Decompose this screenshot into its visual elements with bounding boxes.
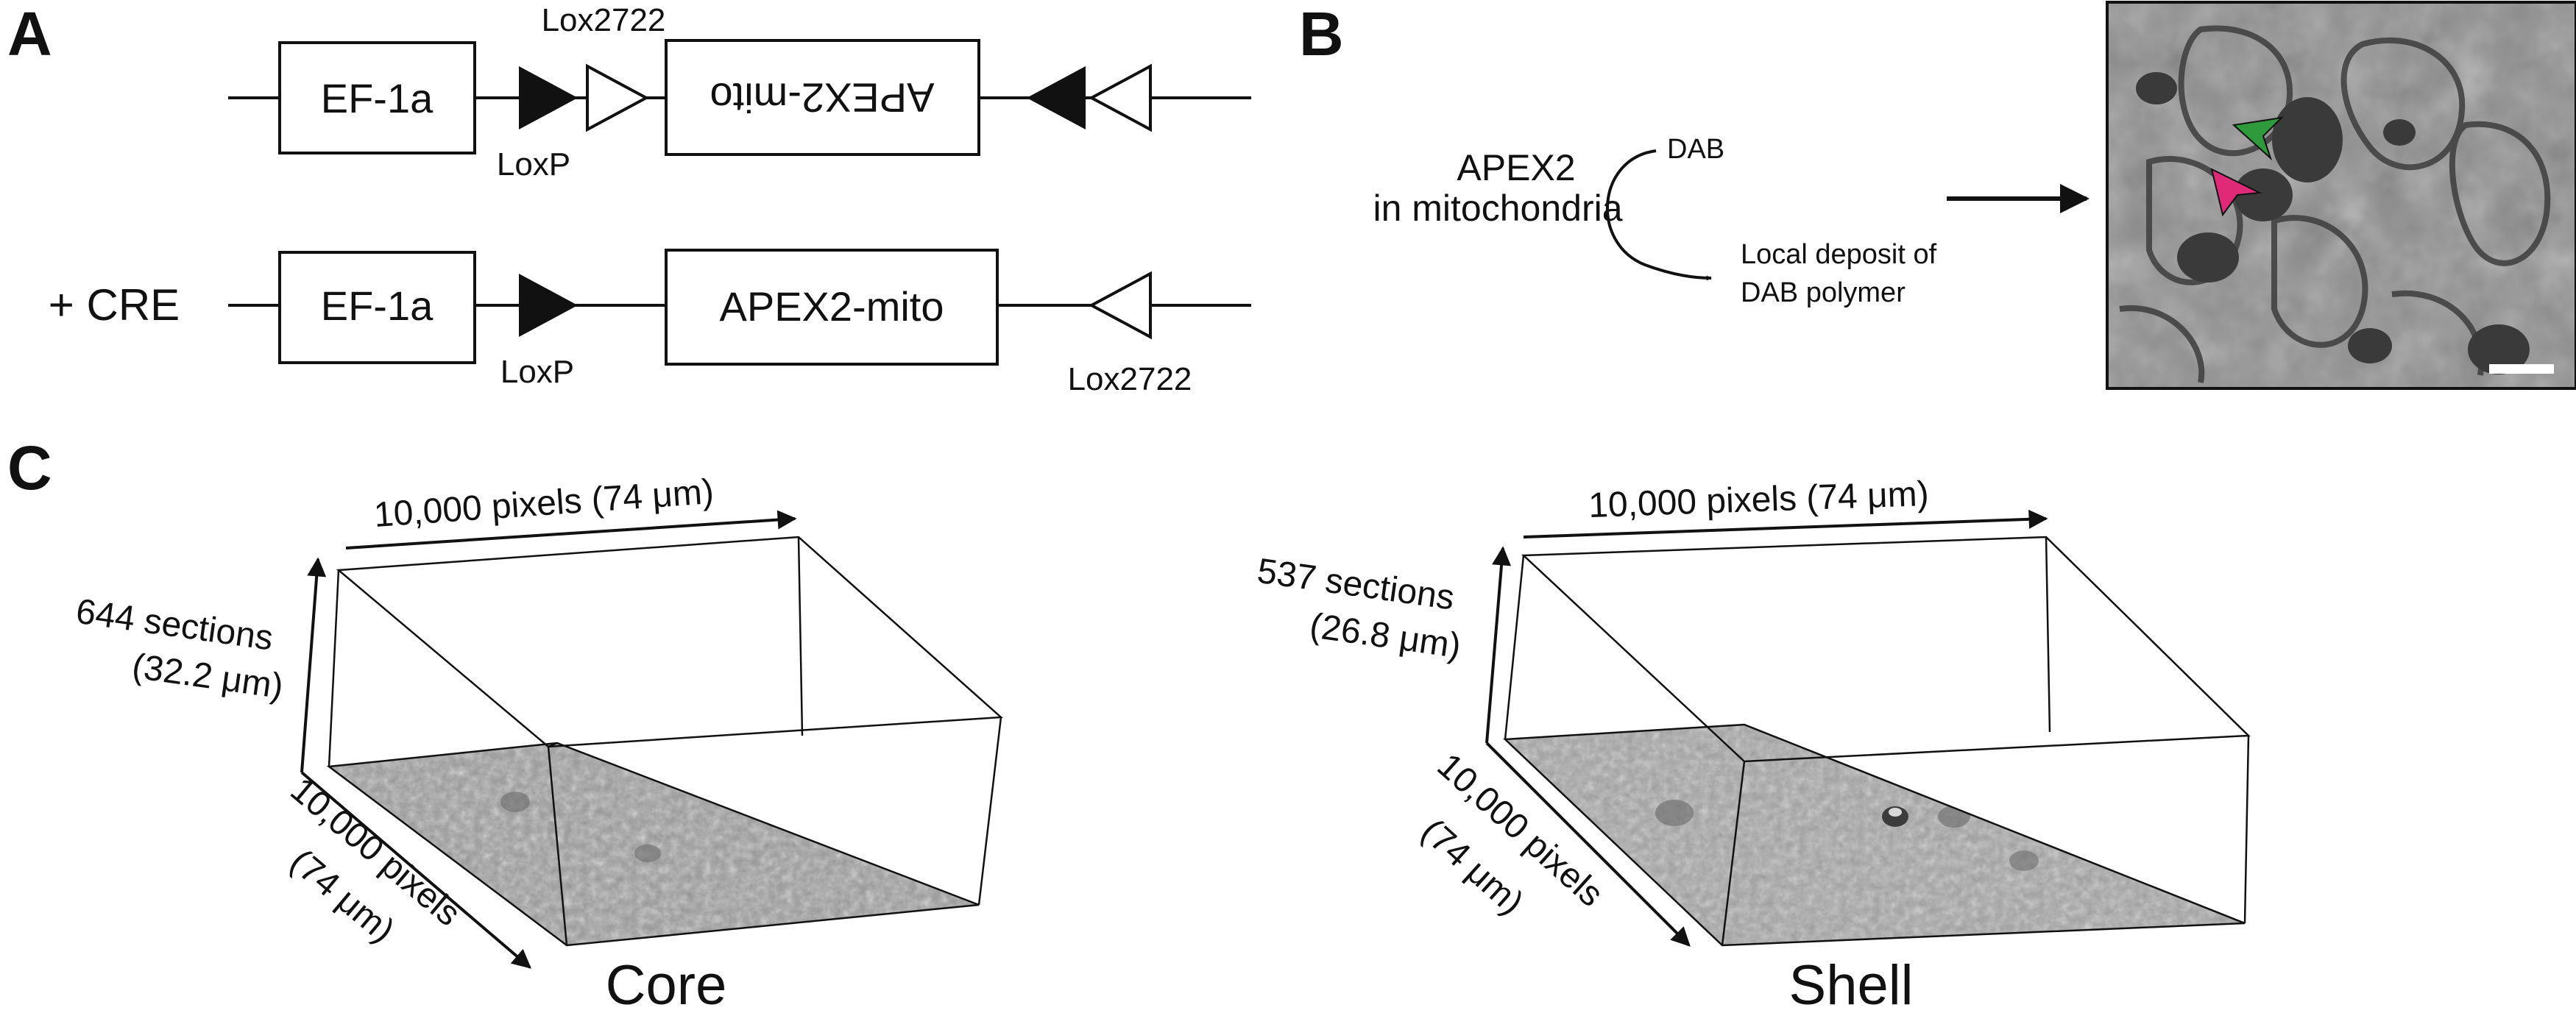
core-depth-arrow	[300, 771, 531, 969]
micrograph-border	[2106, 1, 2576, 390]
green-arrowhead-icon	[2232, 116, 2284, 161]
reaction-curve-arrow	[1606, 149, 1712, 281]
shell-width-arrow	[1523, 509, 2048, 539]
panel-a-letter: A	[7, 0, 52, 68]
lox2722-triangle-icon	[586, 63, 650, 132]
shell-height-arrow	[1485, 546, 1512, 744]
mitochondria	[2136, 72, 2530, 374]
construct-row-2: + CRE EF-1a LoxP APEX2-mito Lox2722	[49, 249, 1251, 397]
panel-b: B APEX2 in mitochondria DAB Local deposi…	[1299, 0, 2576, 390]
shell-width-label: 10,000 pixels (74 μm)	[1588, 474, 1929, 525]
enzyme-label-line1: APEX2	[1457, 147, 1575, 188]
core-volume: 10,000 pixels (74 μm) 644 sections (32.2…	[74, 472, 1004, 1013]
scale-bar	[2489, 364, 2554, 374]
product-label-line1: Local deposit of	[1741, 239, 1937, 270]
gene-label: APEX2-mito	[720, 283, 944, 330]
core-height-label-line1: 644 sections	[74, 592, 275, 658]
loxp-label: LoxP	[497, 146, 570, 182]
product-label-line2: DAB polymer	[1741, 277, 1906, 308]
substrate-label: DAB	[1667, 134, 1724, 165]
promoter-box	[278, 251, 476, 364]
cre-label: + CRE	[49, 280, 180, 330]
panel-b-letter: B	[1299, 0, 1344, 68]
magenta-arrowhead-icon	[2210, 168, 2262, 217]
panel-c-letter: C	[7, 433, 52, 502]
gene-label-inverted: APEX2-mito	[710, 75, 935, 121]
loxp-triangle-icon	[1027, 66, 1086, 129]
enzyme-label-line2: in mitochondria	[1373, 188, 1622, 229]
lox2722-triangle-icon	[1088, 271, 1152, 340]
promoter-box	[278, 41, 476, 154]
shell-box-edges	[1503, 536, 2251, 947]
loxp-triangle-icon	[519, 66, 578, 129]
promoter-label: EF-1a	[321, 282, 434, 329]
membranes	[2119, 25, 2551, 383]
shell-title: Shell	[1789, 954, 1914, 1013]
core-width-arrow	[345, 510, 797, 550]
core-height-arrow	[300, 557, 327, 773]
lox2722-triangle-icon	[1088, 63, 1152, 132]
core-box-edges	[326, 536, 1004, 947]
core-title: Core	[606, 954, 727, 1013]
lox2722-label: Lox2722	[1068, 361, 1192, 397]
shell-height-label-line1: 537 sections	[1255, 552, 1457, 618]
construct-row-1: EF-1a Lox2722 LoxP APEX2-mito	[228, 2, 1251, 182]
shell-depth-arrow	[1485, 742, 1691, 947]
promoter-label: EF-1a	[321, 75, 434, 121]
shell-volume: 10,000 pixels (74 μm) 537 sections (26.8…	[1255, 474, 2251, 1013]
lox2722-label: Lox2722	[542, 2, 666, 38]
gene-box-inverted	[665, 39, 980, 156]
panel-c: C 10,000 pixels (74 μm)	[7, 433, 2251, 1013]
core-width-label: 10,000 pixels (74 μm)	[372, 472, 715, 535]
loxp-triangle-icon	[519, 274, 578, 337]
loxp-label: LoxP	[500, 354, 574, 390]
gene-box	[665, 249, 999, 366]
em-micrograph	[2106, 1, 2576, 390]
panel-a: A EF-1a Lox2722 LoxP APEX2-mito + CRE EF…	[7, 0, 1251, 397]
